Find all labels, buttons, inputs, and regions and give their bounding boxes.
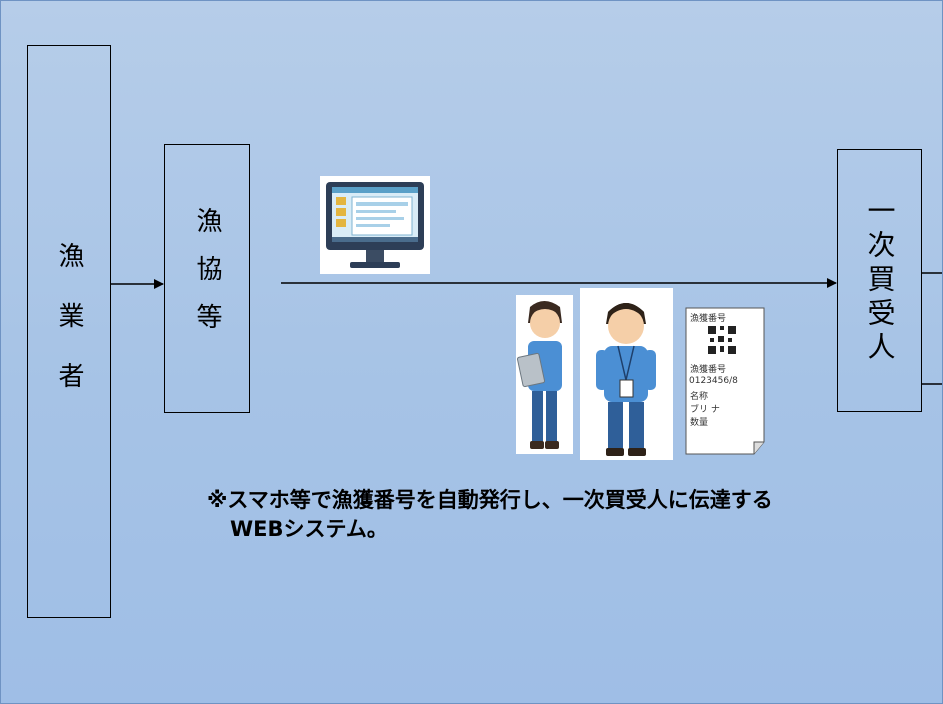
note-line-1: ※スマホ等で漁獲番号を自動発行し、一次買受人に伝達する [207,488,773,512]
computer-monitor-icon [320,176,430,274]
slip-label-name: 名称 [690,392,709,402]
slip-label-catch-number: 漁獲番号 [690,365,727,375]
person-with-tablet-icon [516,295,573,454]
system-description-note: ※スマホ等で漁獲番号を自動発行し、一次買受人に伝達する WEBシステム。 [207,486,937,544]
coop-label: 漁協等 [192,206,222,351]
person-with-badge-icon [580,288,673,460]
buyer-label: 一次買受人 [863,195,897,366]
slip-label-species: ブリ ナ [690,405,720,415]
slip-title: 漁獲番号 [690,314,727,324]
buyer-box: 一次買受人 [837,149,922,412]
slip-label-quantity: 数量 [690,418,709,428]
note-line-2: WEBシステム。 [230,517,388,541]
fisher-box: 漁業者 [27,45,111,618]
qr-code-slip-icon: 漁獲番号 漁獲番号 0123456/8 名称 ブリ ナ 数量 [684,306,766,456]
coop-box: 漁協等 [164,144,250,413]
fisher-label: 漁業者 [54,241,84,422]
slip-number: 0123456/8 [689,376,738,386]
